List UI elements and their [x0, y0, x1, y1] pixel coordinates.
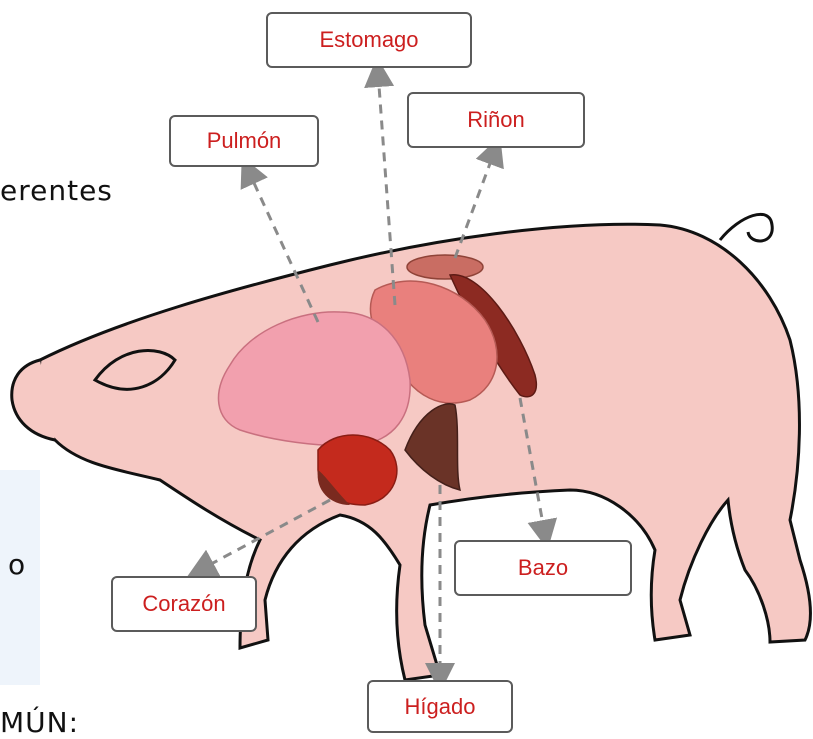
pig-tail: [720, 214, 772, 241]
label-pulmon: Pulmón: [169, 115, 319, 167]
label-corazon: Corazón: [111, 576, 257, 632]
label-rinon: Riñon: [407, 92, 585, 148]
label-bazo: Bazo: [454, 540, 632, 596]
label-higado: Hígado: [367, 680, 513, 733]
label-estomago: Estomago: [266, 12, 472, 68]
kidney-organ: [407, 255, 483, 279]
